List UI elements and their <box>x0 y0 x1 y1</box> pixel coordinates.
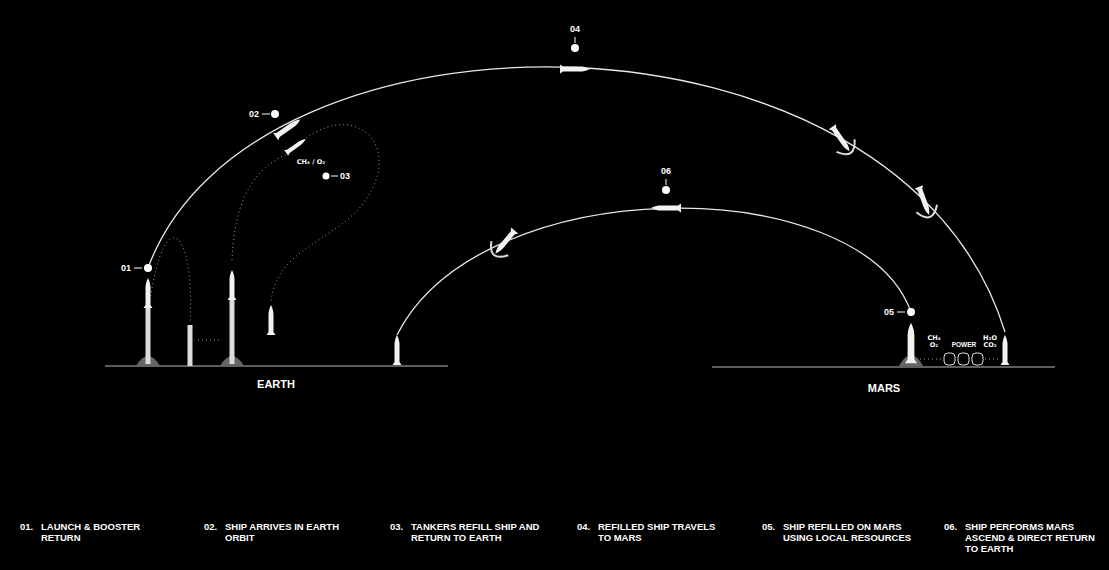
callout-dot <box>144 264 152 272</box>
resource-label: H₂O CO₂ <box>980 335 1000 350</box>
resource-label: CH₄ O₂ <box>924 335 944 350</box>
entry-ship <box>823 120 859 159</box>
step-text: SHIP PERFORMS MARS ASCEND & DIRECT RETUR… <box>965 522 1105 555</box>
pad-link <box>198 340 222 341</box>
booster <box>230 300 235 364</box>
step-text: REFILLED SHIP TRAVELS TO MARS <box>598 522 718 544</box>
step-text: SHIP REFILLED ON MARS USING LOCAL RESOUR… <box>783 522 933 544</box>
callout-tick <box>134 268 142 269</box>
return-trajectory <box>397 208 911 335</box>
ship <box>393 335 402 365</box>
tanker <box>267 305 276 335</box>
resource-label: POWER <box>952 341 977 348</box>
booster-return-path <box>150 238 191 323</box>
tanker-return-path <box>271 125 379 303</box>
callout-tick <box>262 114 270 115</box>
mars-ground <box>712 367 1055 368</box>
step-number: 03. <box>390 522 403 533</box>
step-number: 01. <box>20 522 33 533</box>
booster <box>188 325 193 366</box>
callout-dot <box>907 308 915 316</box>
fuel-label: CH₄ / O₂ <box>297 159 325 166</box>
entry-ship <box>909 183 941 221</box>
planet-label: EARTH <box>257 378 295 391</box>
step-number: 02. <box>204 522 217 533</box>
callout-number: 03 <box>340 171 350 181</box>
ship <box>905 323 917 364</box>
tanker <box>284 136 308 156</box>
callout-number: 04 <box>570 24 580 34</box>
callout-dot <box>571 44 579 52</box>
booster <box>146 308 151 364</box>
pipe <box>920 359 942 360</box>
planet-label: MARS <box>868 382 900 395</box>
outbound-trajectory <box>148 67 1005 332</box>
plant-tank <box>958 353 969 365</box>
plant-tank <box>944 353 955 365</box>
ship <box>651 204 681 213</box>
callout-number: 01 <box>121 263 131 273</box>
callout-tick <box>666 179 667 185</box>
tanker-ascent-path <box>232 153 290 260</box>
pipe <box>985 359 998 360</box>
callout-tick <box>897 312 905 313</box>
ship <box>560 65 590 74</box>
step-number: 05. <box>762 522 775 533</box>
tanker <box>228 270 237 300</box>
ship <box>144 278 153 308</box>
callout-number: 06 <box>661 166 671 176</box>
step-text: TANKERS REFILL SHIP AND RETURN TO EARTH <box>411 522 561 544</box>
callout-dot <box>662 186 670 194</box>
step-number: 04. <box>577 522 590 533</box>
callout-dot <box>323 173 330 180</box>
callout-number: 05 <box>884 307 894 317</box>
callout-dot <box>271 110 279 118</box>
callout-number: 02 <box>249 109 259 119</box>
callout-tick <box>575 37 576 43</box>
ship <box>1001 335 1010 365</box>
plant-tank <box>972 353 983 365</box>
callout-tick <box>331 176 338 177</box>
step-text: LAUNCH & BOOSTER RETURN <box>41 522 181 544</box>
step-number: 06. <box>944 522 957 533</box>
ship <box>273 116 303 141</box>
entry-ship <box>486 223 523 262</box>
step-text: SHIP ARRIVES IN EARTH ORBIT <box>225 522 355 544</box>
